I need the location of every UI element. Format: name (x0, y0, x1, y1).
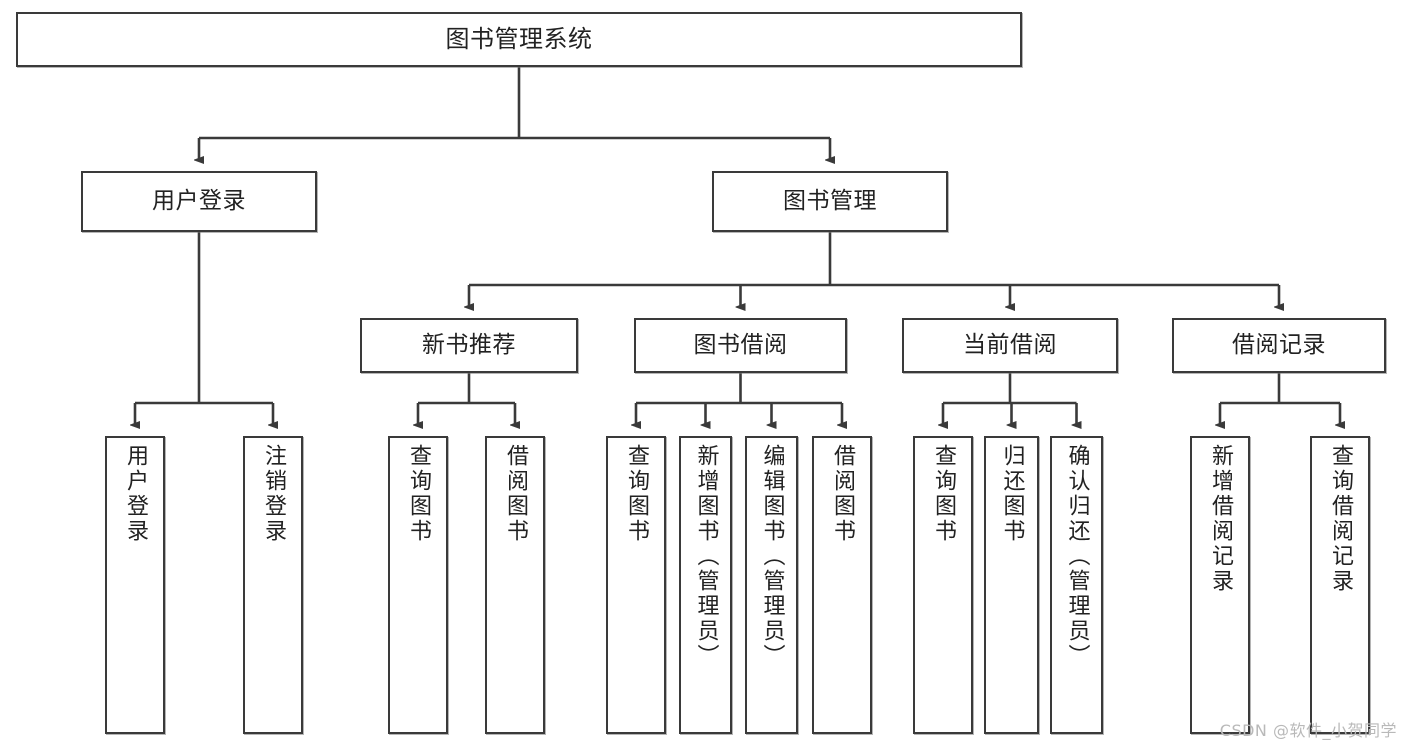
node-leaf-query-borrow-record[interactable]: 查询借阅记录 (1310, 436, 1370, 734)
node-leaf-return-book[interactable]: 归还图书 (984, 436, 1039, 734)
node-leaf-user-login[interactable]: 用户登录 (105, 436, 165, 734)
node-leaf-add-book[interactable]: 新增图书（管理员） (679, 436, 732, 734)
node-leaf-confirm-return-label: 确认归还（管理员） (1064, 444, 1090, 669)
node-leaf-query-book-borrow-label: 查询图书 (624, 444, 649, 544)
node-leaf-query-book-current-label: 查询图书 (931, 444, 956, 544)
node-root-label: 图书管理系统 (445, 24, 593, 53)
node-book-borrow[interactable]: 图书借阅 (634, 318, 847, 373)
node-new-book-recommend[interactable]: 新书推荐 (360, 318, 578, 373)
node-leaf-query-book-current[interactable]: 查询图书 (913, 436, 973, 734)
node-new-book-recommend-label: 新书推荐 (422, 332, 516, 359)
node-leaf-add-book-label: 新增图书（管理员） (693, 444, 719, 669)
node-leaf-borrow-book-label: 借阅图书 (830, 444, 855, 544)
node-user-login-label: 用户登录 (152, 188, 246, 215)
node-borrow-record-label: 借阅记录 (1232, 332, 1326, 359)
node-leaf-edit-book[interactable]: 编辑图书（管理员） (745, 436, 798, 734)
csdn-watermark: CSDN @软件_小贺同学 (1219, 721, 1397, 740)
node-leaf-borrow-book-recommend[interactable]: 借阅图书 (485, 436, 545, 734)
node-leaf-confirm-return[interactable]: 确认归还（管理员） (1050, 436, 1103, 734)
node-leaf-logout[interactable]: 注销登录 (243, 436, 303, 734)
node-leaf-query-book-borrow[interactable]: 查询图书 (606, 436, 666, 734)
node-book-manage[interactable]: 图书管理 (712, 171, 948, 232)
edge-group (135, 67, 1340, 425)
node-leaf-borrow-book-recommend-label: 借阅图书 (503, 444, 528, 544)
node-borrow-record[interactable]: 借阅记录 (1172, 318, 1386, 373)
node-current-borrow[interactable]: 当前借阅 (902, 318, 1118, 373)
node-leaf-user-login-label: 用户登录 (123, 444, 148, 544)
node-leaf-logout-label: 注销登录 (261, 444, 286, 544)
node-leaf-add-borrow-record-label: 新增借阅记录 (1208, 444, 1233, 594)
node-book-manage-label: 图书管理 (783, 188, 877, 215)
node-leaf-add-borrow-record[interactable]: 新增借阅记录 (1190, 436, 1250, 734)
node-leaf-query-borrow-record-label: 查询借阅记录 (1328, 444, 1353, 594)
node-root[interactable]: 图书管理系统 (16, 12, 1022, 67)
node-current-borrow-label: 当前借阅 (963, 332, 1057, 359)
node-leaf-return-book-label: 归还图书 (999, 444, 1025, 544)
node-leaf-edit-book-label: 编辑图书（管理员） (759, 444, 785, 669)
node-leaf-query-book-recommend-label: 查询图书 (406, 444, 431, 544)
node-leaf-borrow-book[interactable]: 借阅图书 (812, 436, 872, 734)
node-leaf-query-book-recommend[interactable]: 查询图书 (388, 436, 448, 734)
node-book-borrow-label: 图书借阅 (693, 332, 788, 359)
node-user-login[interactable]: 用户登录 (81, 171, 317, 232)
